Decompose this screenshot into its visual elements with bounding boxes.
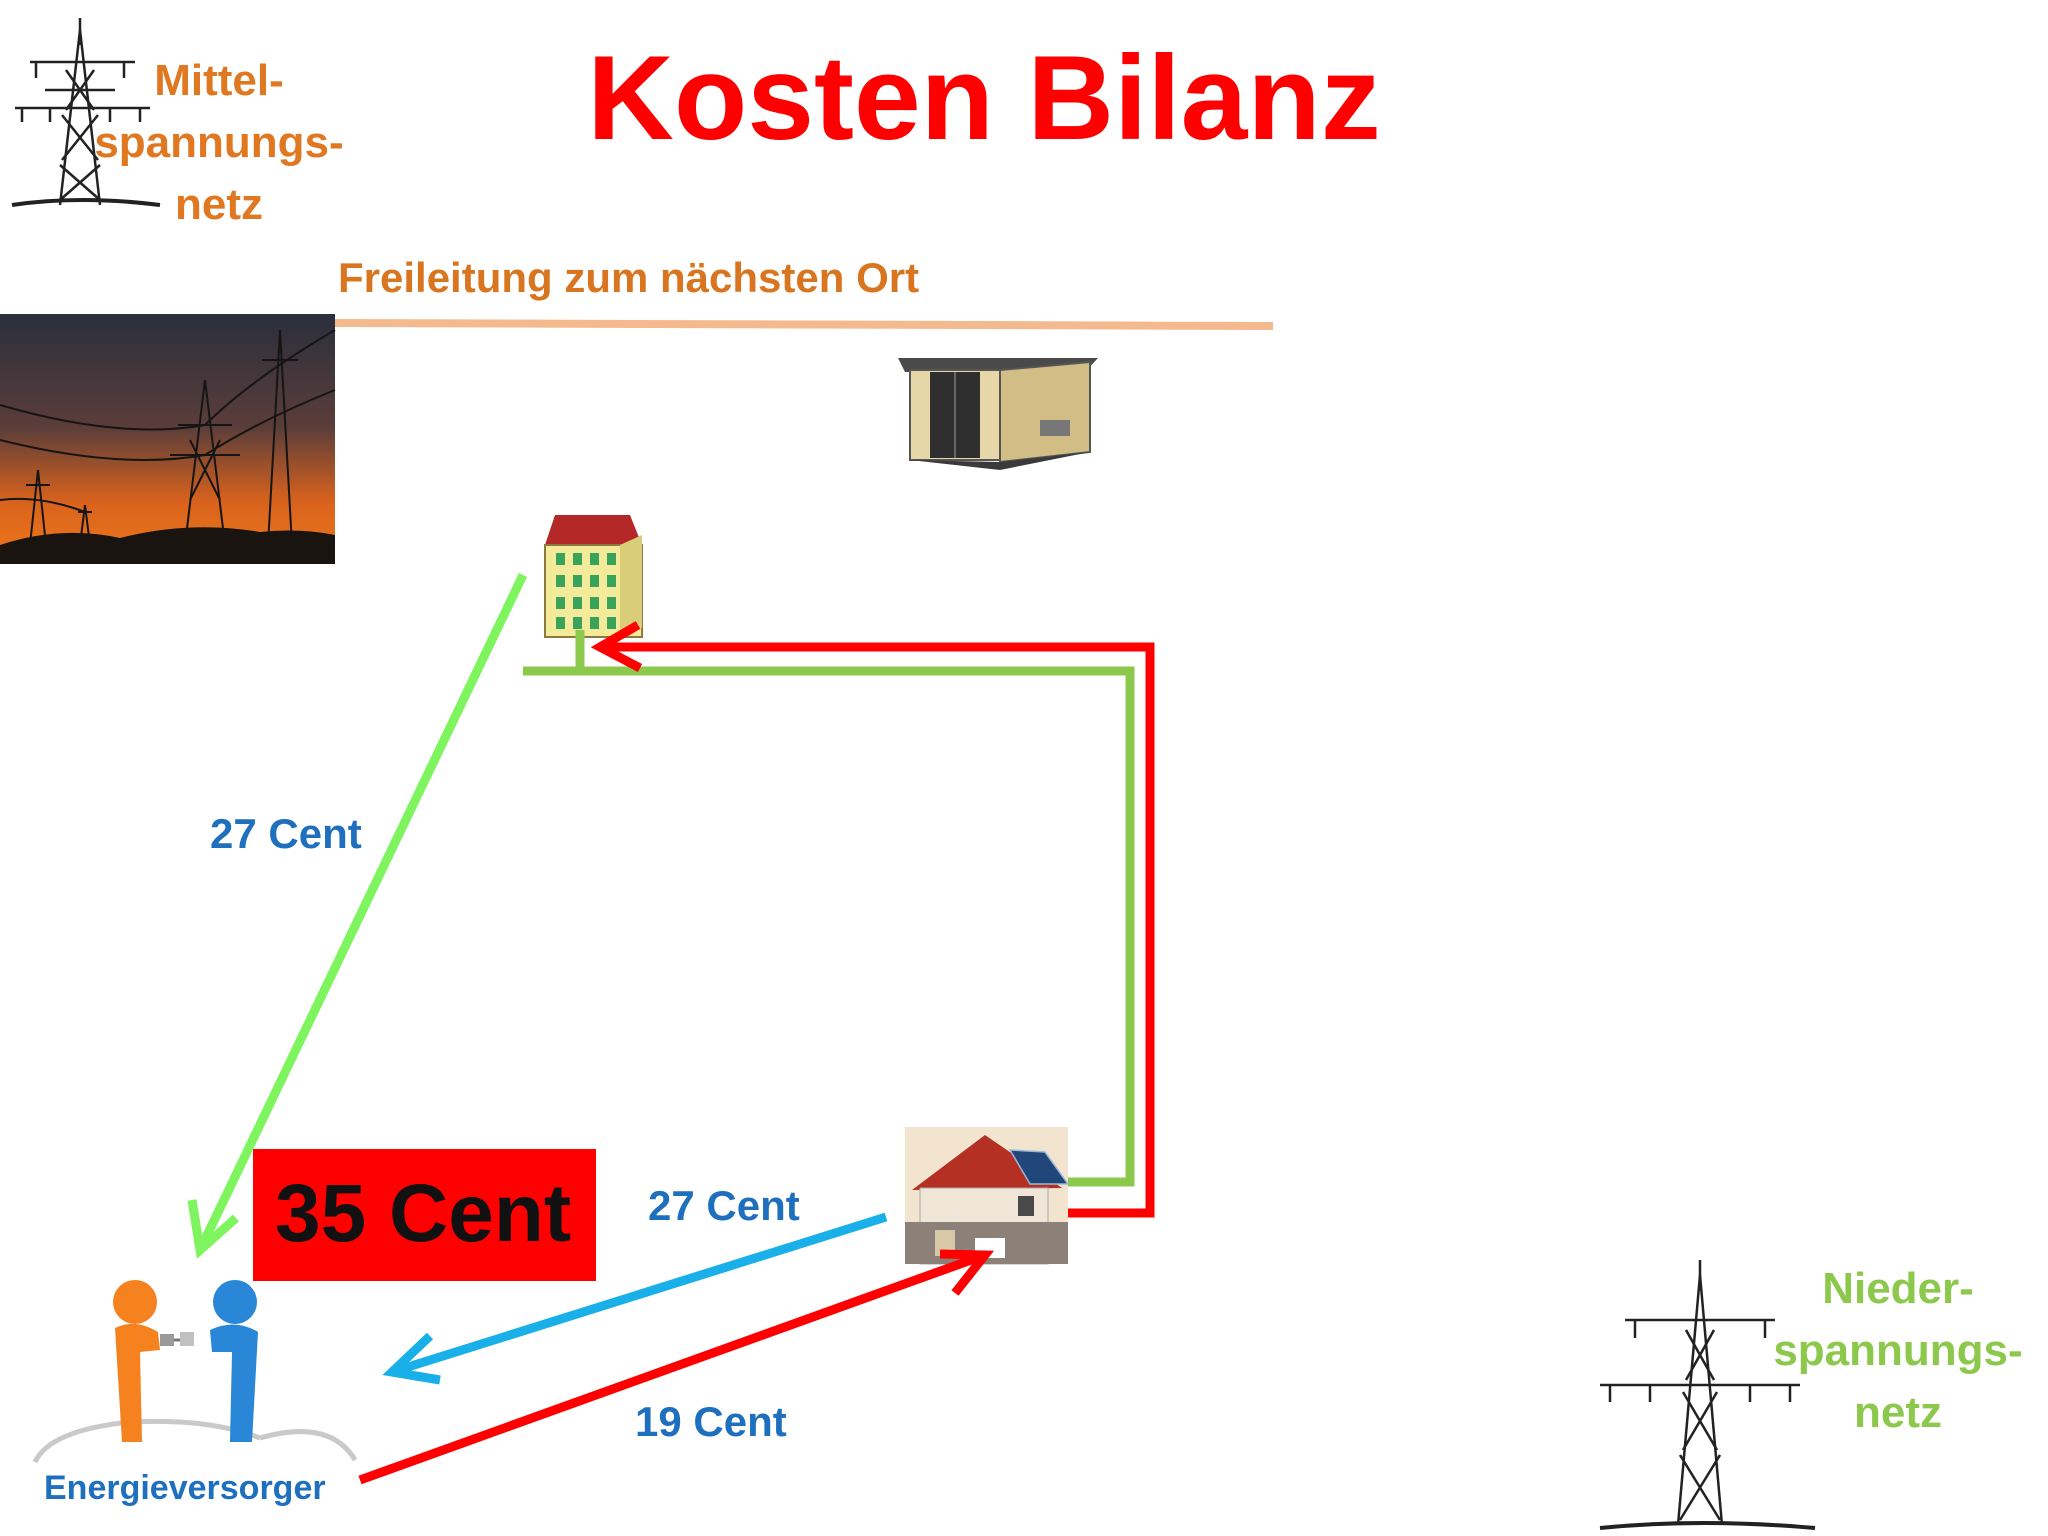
green-grid-line [523, 630, 1135, 1187]
apartment-building-icon [544, 515, 643, 638]
low-voltage-line2: spannungs- [1773, 1326, 2023, 1375]
cost-label-supplier-to-house: 19 Cent [635, 1398, 787, 1445]
page-title: Kosten Bilanz [587, 31, 1381, 165]
red-feed-line [590, 621, 1155, 1218]
medium-voltage-line3: netz [175, 180, 263, 229]
power-pylon-icon [1599, 1260, 1816, 1530]
total-cost-label: 35 Cent [275, 1168, 572, 1259]
plug-people-icon [32, 1280, 358, 1464]
green-arrow-building-to-supplier [187, 573, 528, 1259]
energy-supplier-label: Energieversorger [44, 1469, 326, 1507]
cost-label-building-to-supplier: 27 Cent [210, 810, 362, 857]
cost-label-house-to-supplier: 27 Cent [648, 1182, 800, 1229]
transformer-station-icon [898, 358, 1098, 470]
low-voltage-line3: netz [1854, 1388, 1942, 1437]
medium-voltage-line2: spannungs- [94, 118, 344, 167]
medium-voltage-label: Mittel- spannungs- netz [94, 50, 344, 236]
overhead-line-label: Freileitung zum nächsten Ort [338, 254, 920, 301]
red-arrow-supplier-to-house [358, 1249, 995, 1485]
overhead-line [334, 319, 1274, 330]
medium-voltage-line1: Mittel- [154, 56, 284, 105]
total-cost-box [253, 1149, 596, 1281]
low-voltage-line1: Nieder- [1822, 1264, 1974, 1313]
blue-arrow-house-to-supplier [382, 1212, 888, 1385]
power-pylon-icon [11, 18, 161, 207]
sunset-pylons-image [0, 314, 336, 564]
solar-house-icon [905, 1127, 1070, 1265]
low-voltage-label: Nieder- spannungs- netz [1750, 1258, 2046, 1444]
